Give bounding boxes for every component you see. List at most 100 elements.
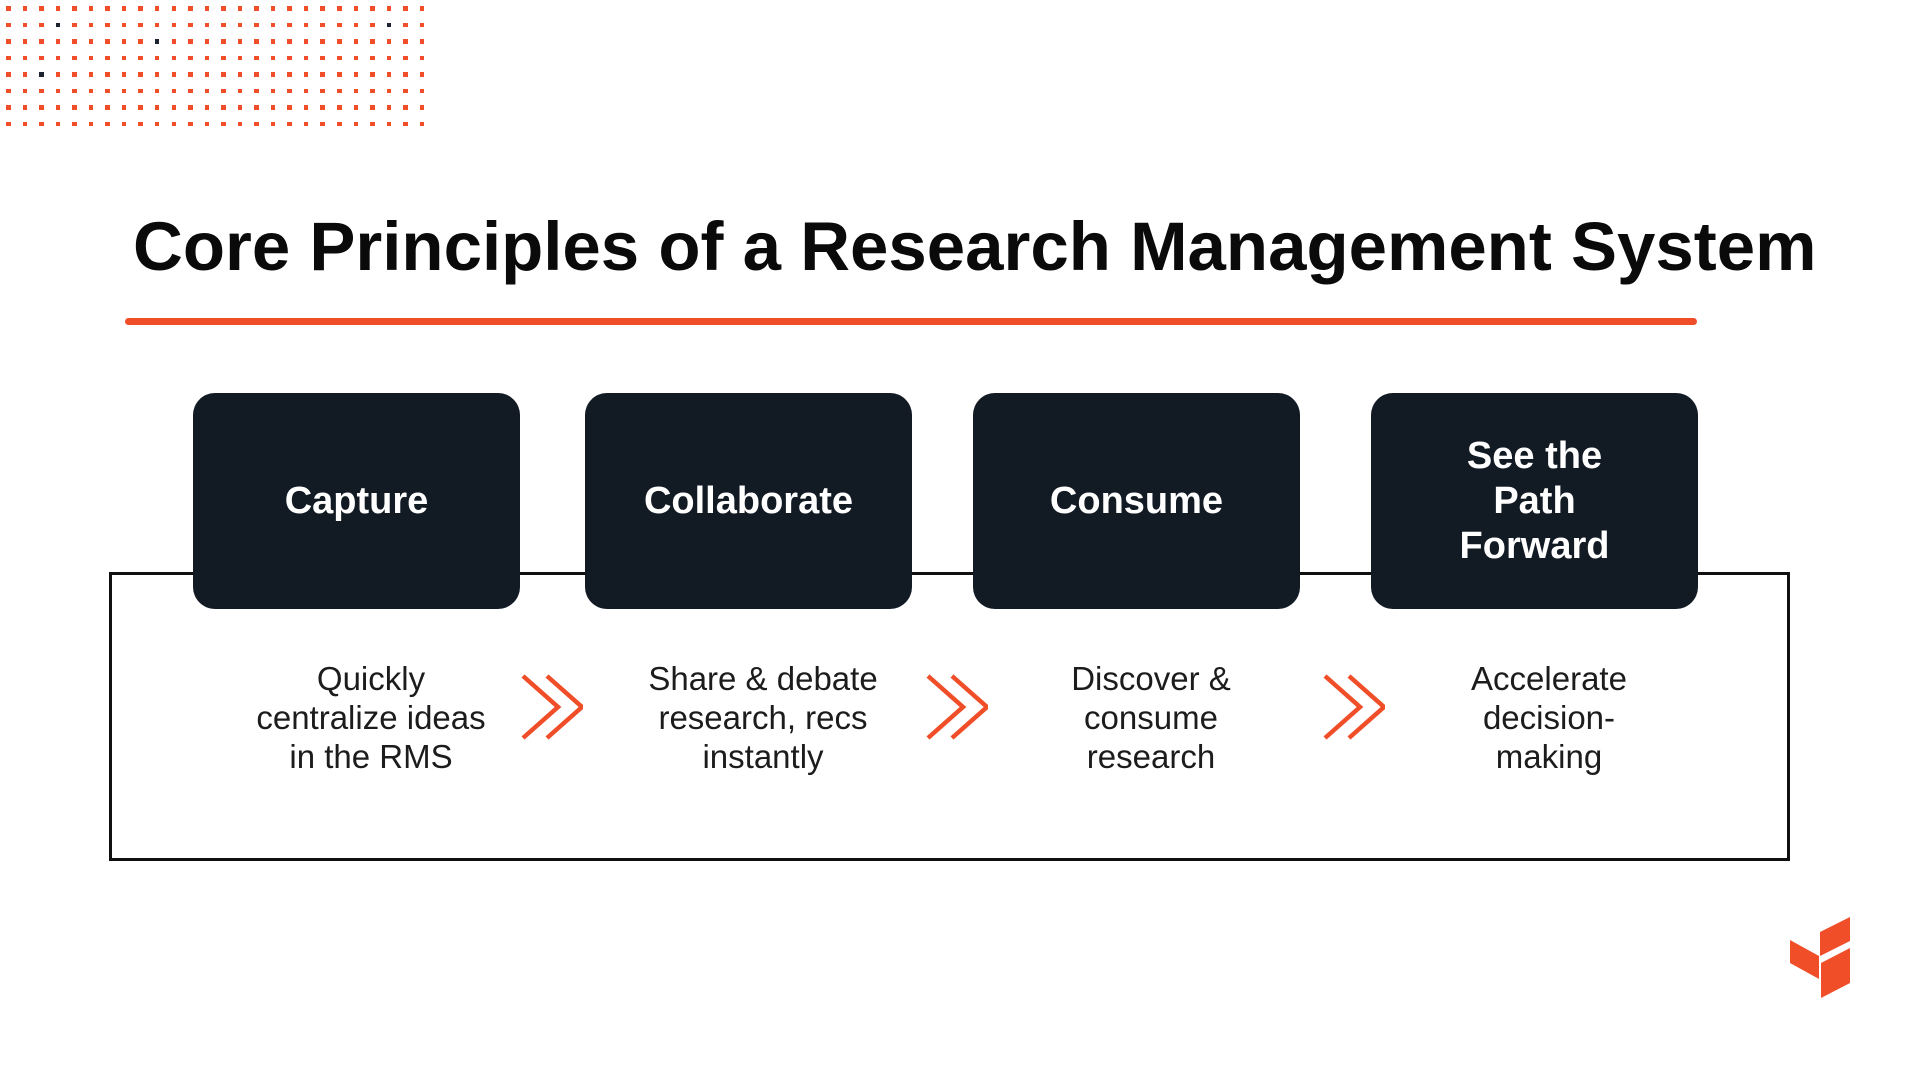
- stage-description-line: Accelerate: [1471, 660, 1627, 697]
- dot: [154, 88, 160, 94]
- dot: [171, 105, 176, 110]
- dot: [188, 55, 193, 61]
- dot: [403, 121, 408, 127]
- dot: [221, 88, 226, 94]
- dot: [320, 6, 325, 11]
- dot: [237, 6, 243, 11]
- dot: [88, 72, 94, 77]
- dot: [154, 6, 160, 11]
- dot: [72, 88, 77, 94]
- dot: [320, 88, 325, 94]
- dot: [188, 39, 193, 44]
- dot: [303, 121, 309, 127]
- dot: [237, 39, 243, 44]
- dot: [204, 121, 210, 127]
- dot: [353, 6, 359, 11]
- stage-label-line: Capture: [284, 479, 429, 522]
- dot: [370, 105, 375, 110]
- dot: [22, 88, 28, 94]
- dot: [88, 22, 94, 28]
- dot: [6, 72, 11, 77]
- dot: [105, 39, 110, 44]
- dot: [237, 105, 243, 110]
- dot: [138, 72, 143, 77]
- dot: [121, 22, 127, 28]
- dot: [386, 22, 392, 28]
- dot: [72, 121, 77, 127]
- chevron-right-icon: [926, 674, 991, 740]
- dot: [237, 22, 243, 28]
- dot: [55, 39, 61, 44]
- dot: [303, 105, 309, 110]
- dot: [270, 88, 276, 94]
- dot: [403, 39, 408, 44]
- dot: [171, 55, 176, 61]
- dot: [337, 72, 342, 77]
- dot: [138, 88, 143, 94]
- stage-label-line: Forward: [1459, 524, 1610, 567]
- dot: [370, 22, 375, 28]
- dot: [353, 39, 359, 44]
- dot: [353, 72, 359, 77]
- dot: [287, 121, 292, 127]
- dot: [171, 39, 176, 44]
- dot: [221, 55, 226, 61]
- dot: [6, 6, 11, 11]
- dot: [386, 105, 392, 110]
- dot: [55, 55, 61, 61]
- dot: [55, 6, 61, 11]
- dot: [204, 55, 210, 61]
- dot: [55, 88, 61, 94]
- dot: [370, 6, 375, 11]
- dot: [353, 55, 359, 61]
- dot: [386, 88, 392, 94]
- dot: [188, 121, 193, 127]
- dot: [88, 88, 94, 94]
- stage-box-collaborate: Collaborate: [585, 393, 912, 609]
- dot: [88, 105, 94, 110]
- dot: [121, 88, 127, 94]
- dot: [72, 72, 77, 77]
- dot: [320, 55, 325, 61]
- dot: [303, 55, 309, 61]
- dot: [419, 39, 425, 44]
- dot: [320, 72, 325, 77]
- dot: [39, 6, 44, 11]
- stage-box-capture: Capture: [193, 393, 520, 609]
- dot: [204, 72, 210, 77]
- dot: [287, 22, 292, 28]
- dot: [72, 39, 77, 44]
- dot: [6, 39, 11, 44]
- dot: [88, 39, 94, 44]
- dot: [121, 39, 127, 44]
- stage-description-line: research, recs: [658, 699, 868, 736]
- dot: [6, 105, 11, 110]
- dot: [254, 55, 259, 61]
- dot: [39, 105, 44, 110]
- dot: [105, 88, 110, 94]
- dot: [6, 88, 11, 94]
- dot: [188, 6, 193, 11]
- dot: [204, 105, 210, 110]
- dot: [22, 121, 28, 127]
- page-title: Core Principles of a Research Management…: [133, 208, 1817, 285]
- dot: [138, 105, 143, 110]
- dot: [72, 105, 77, 110]
- dot: [303, 72, 309, 77]
- dot: [204, 6, 210, 11]
- dot: [237, 55, 243, 61]
- dot: [204, 39, 210, 44]
- dot: [55, 22, 61, 28]
- dot: [105, 6, 110, 11]
- dot: [39, 88, 44, 94]
- dot: [320, 105, 325, 110]
- dot: [154, 39, 160, 44]
- dot: [138, 121, 143, 127]
- dot: [419, 6, 425, 11]
- stage-description-line: Share & debate: [648, 660, 878, 697]
- dot: [22, 39, 28, 44]
- dot: [138, 55, 143, 61]
- dot: [39, 121, 44, 127]
